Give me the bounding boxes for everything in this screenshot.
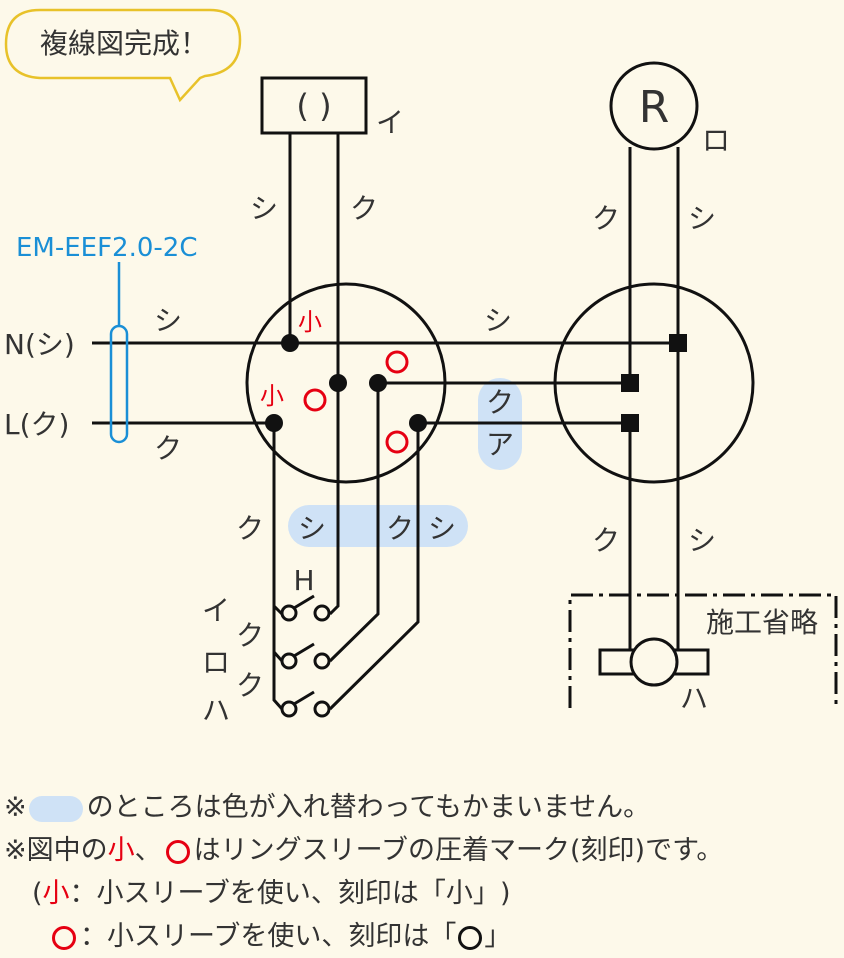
cable-bracket: [109, 324, 129, 444]
lamp-i-symbol: ( ): [296, 87, 331, 125]
callout-bubble: 複線図完成！: [4, 8, 242, 103]
switch-wire-ku-2: ク: [386, 512, 414, 545]
switch-ku-label-2: ク: [236, 669, 264, 702]
lamp-ro-wire-ku: ク: [592, 202, 620, 235]
paren-close-icon: ): [499, 878, 511, 909]
note1-text: のところは色が入れ替わってもかまいません。: [86, 792, 651, 823]
lamp-i-box: [260, 76, 368, 135]
note2-sep: 、: [134, 835, 162, 866]
switch-wire-ku-1: ク: [236, 512, 264, 545]
lamp-i-wire-shi: シ: [250, 192, 278, 225]
note-line-4: ：小スリーブを使い、刻印は「」: [4, 915, 844, 958]
highlight-chip: [28, 795, 83, 822]
outlet-ha-label: ハ: [680, 682, 708, 715]
note-line-2: ※図中の小、はリングスリーブの圧着マーク(刻印)です。: [4, 829, 844, 872]
note4-text-b: 」: [484, 921, 512, 952]
omitted-region: [568, 593, 838, 708]
note2-text: はリングスリーブの圧着マーク(刻印)です。: [193, 835, 724, 866]
n-line-label: N(シ): [4, 328, 75, 361]
switch-wire-shi-1: シ: [298, 512, 326, 545]
mark-rings: [303, 350, 409, 454]
mark-small-1: 小: [298, 308, 322, 336]
switch-h-label: H: [293, 564, 314, 597]
l-wire-ku: ク: [154, 432, 182, 465]
l-line-label: L(ク): [4, 408, 69, 441]
notes: ※のところは色が入れ替わってもかまいません。 ※図中の小、はリングスリーブの圧着…: [4, 786, 844, 958]
note2-small: 小: [107, 835, 135, 866]
lamp-ro-tag: ロ: [702, 124, 730, 157]
lamp-ro-wire-shi: シ: [688, 202, 716, 235]
note1-prefix: ※: [4, 792, 27, 823]
switch-ha-label: ハ: [202, 694, 230, 727]
note3-small: 小: [42, 878, 70, 909]
switch-ro-label: ロ: [202, 646, 230, 679]
wires: [92, 133, 680, 711]
note4-text-a: ：小スリーブを使い、刻印は「: [80, 921, 457, 952]
connection-points: [265, 334, 687, 432]
note2-prefix: ※図中の: [4, 835, 108, 866]
ring-mark-icon: [165, 839, 190, 864]
outlet-wire-shi: シ: [688, 524, 716, 557]
callout-text: 複線図完成！: [40, 27, 208, 60]
switch-ku-label-1: ク: [236, 619, 264, 652]
lamp-ro-symbol: R: [639, 82, 670, 133]
link-wire-shi: シ: [484, 304, 512, 337]
outlet-circle: [629, 637, 679, 687]
n-wire-shi: シ: [154, 304, 182, 337]
switch-wire-shi-2: シ: [428, 512, 456, 545]
cable-type-label: EM-EEF2.0-2C: [16, 233, 197, 263]
note-line-1: ※ のところは色が入れ替わってもかまいません。: [4, 786, 844, 829]
lamp-ro-circle: [609, 61, 699, 151]
lamp-i-wire-ku: ク: [350, 192, 378, 225]
note3-text: ：小スリーブを使い、刻印は「小」: [69, 878, 500, 909]
switch-i-label: イ: [202, 594, 230, 627]
wiring-diagram: 複線図完成！ ( ) イ R ロ: [4, 8, 838, 727]
mark-small-2: 小: [260, 382, 284, 410]
ring-mark-icon-2: [52, 925, 76, 950]
ring-black-icon: [458, 925, 483, 950]
note-line-3: (小：小スリーブを使い、刻印は「小」): [4, 872, 844, 915]
lamp-i-tag: イ: [376, 106, 404, 139]
link-wire-ku: ク: [486, 386, 514, 419]
outlet-wire-ku: ク: [592, 524, 620, 557]
paren-open-icon: (: [32, 878, 43, 909]
link-wire-a: ア: [486, 428, 514, 461]
omitted-label: 施工省略: [706, 606, 818, 639]
switch-group: [280, 594, 331, 718]
